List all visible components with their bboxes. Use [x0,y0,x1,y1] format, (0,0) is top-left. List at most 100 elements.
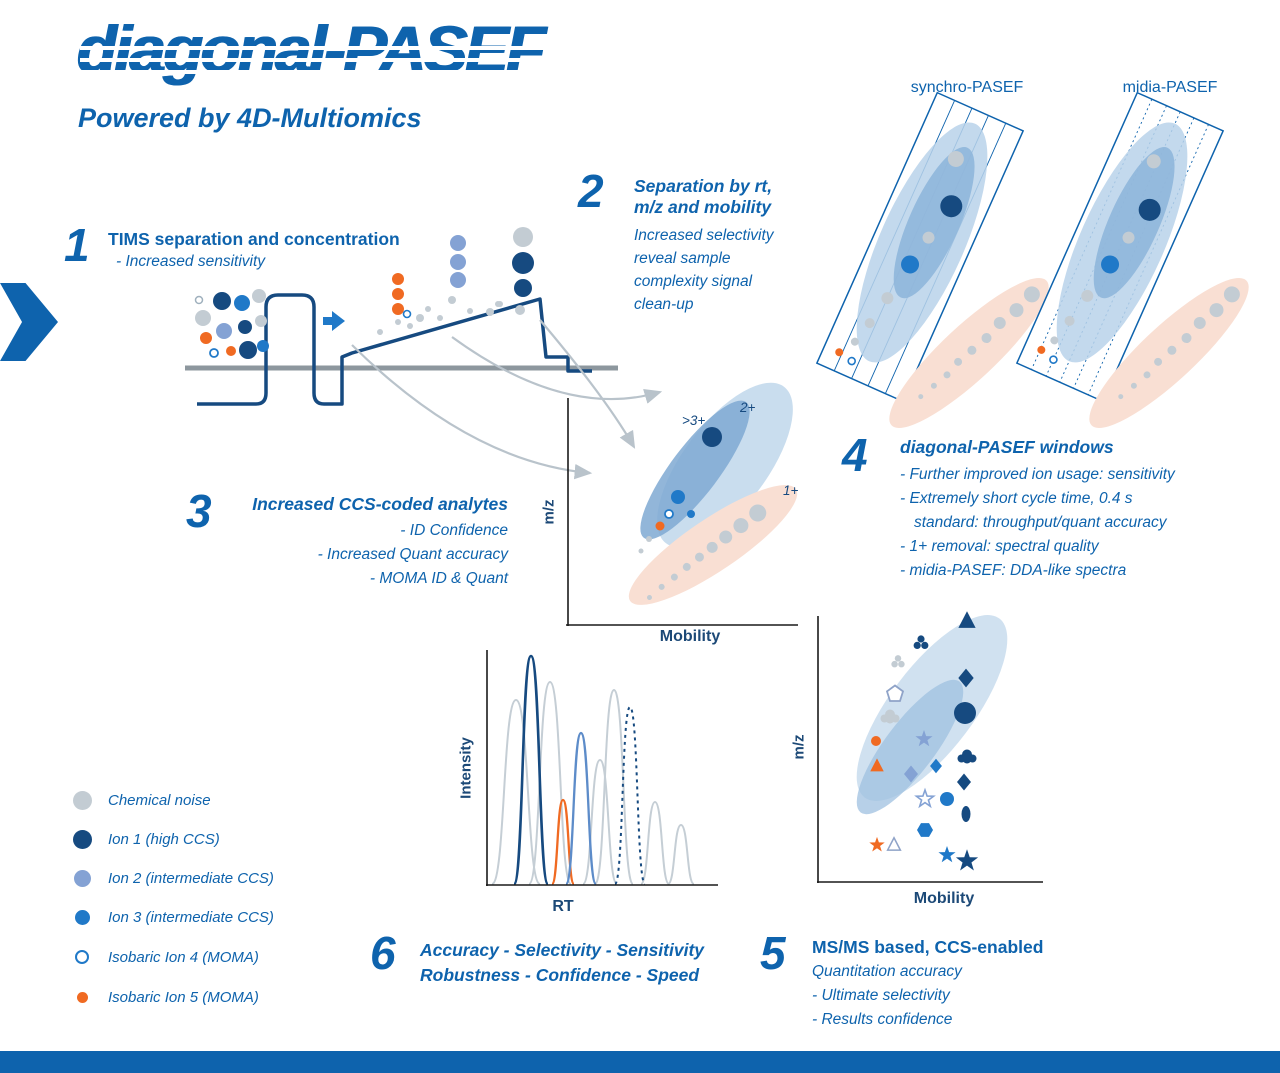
step-1-line: - Increased sensitivity [116,253,266,270]
transfer-arrows [351,319,663,480]
rt-plot-xlabel: RT [552,898,574,915]
step-2-line: Increased selectivity [634,227,774,244]
synchro-singly-charged-ellipse [889,278,1049,428]
step-3-line: - MOMA ID & Quant [369,570,508,587]
scatter-plot-xlabel: Mobility [913,890,975,907]
synchro-frame [815,91,1025,403]
logo-stripe-decoration [80,46,672,50]
rt-peak-noise-5 [640,800,670,885]
tims-separated-ion-columns [377,227,534,335]
midia-pasef-label: midia-PASEF [1122,79,1218,96]
step-3-line: - ID Confidence [400,522,508,539]
step-2-title-line1: Separation by rt, [634,176,773,196]
step-5-title: MS/MS based, CCS-enabled [812,937,1044,957]
legend-swatch-ion3 [74,909,90,925]
charge1-ellipse [628,485,798,605]
rt-peak-noise-2 [528,680,572,885]
scatter-plot-ylabel: m/z [790,734,808,760]
tims-voltage-profile-line [197,293,592,406]
scatter-club-gray [891,655,905,668]
rt-peak-ion2 [564,731,598,886]
step-4-line: standard: throughput/quant accuracy [914,514,1167,531]
mz-mobility-scatter [817,611,1043,883]
legend-label: Isobaric Ion 4 (MOMA) [108,948,259,966]
flow-arrow-icon [323,311,345,331]
logo-stripe-decoration [80,70,672,74]
scatter-circle-orange [871,736,881,746]
step-3-title: Increased CCS-coded analytes [252,494,508,514]
legend-swatch-ion1 [72,829,92,849]
scatter-diamond-navy-2 [957,773,971,791]
step-4-number: 4 [842,429,868,481]
synchro-panel-graphic [815,91,1049,428]
charge3plus-ellipse [640,400,750,540]
legend-label: Ion 1 (high CCS) [108,830,220,848]
legend-item-ion3: Ion 3 (intermediate CCS) [70,905,274,929]
scatter-ellipse-dense [856,679,964,815]
mobility-plot-ylabel: m/z [540,499,558,525]
step-4-line: - Further improved ion usage: sensitivit… [900,466,1175,483]
scatter-star-navy-big [955,849,979,871]
charge-label-1plus: 1+ [783,483,799,498]
step-5-line: - Ultimate selectivity [812,987,950,1004]
step-4-line: - Extremely short cycle time, 0.4 s [900,490,1133,507]
rt-peak-noise-6 [667,823,695,885]
tims-diagram [185,227,663,480]
scatter-cloud-navy [957,749,977,764]
step-4-line: - 1+ removal: spectral quality [900,538,1099,555]
logo-stripe-decoration [80,58,672,62]
rt-peak-noise-1 [491,698,541,885]
legend-label: Isobaric Ion 5 (MOMA) [108,988,259,1006]
scatter-hexagon-bright [917,823,933,837]
step-6-line: Accuracy - Selectivity - Sensitivity [420,940,705,960]
scatter-star-outline [915,789,935,808]
logo-subtitle: Powered by 4D-Multiomics [78,103,422,133]
midia-ions [1037,154,1161,364]
legend-swatch-chemical-noise [72,790,92,810]
legend-item-ion2: Ion 2 (intermediate CCS) [70,866,274,890]
rt-plot-ylabel: Intensity [457,737,475,799]
midia-singly-charged-ellipse [1089,278,1249,428]
rt-peak-isobaric-ion4 [614,705,646,885]
logo-title: diagonal-PASEF [76,10,545,89]
step-4-line: - midia-PASEF: DDA-like spectra [900,562,1127,579]
mobility-plot [566,382,798,626]
scatter-circle-bright [940,792,954,806]
step-5-line: - Results confidence [812,1011,953,1028]
legend-swatch-ion2 [73,869,91,887]
rt-peak-ion1 [512,654,550,886]
step-2-line: reveal sample [634,250,731,267]
scatter-star-orange [869,836,885,852]
scatter-shapes [869,611,979,871]
rt-chromatogram [486,650,718,886]
charge-label-2plus: 2+ [740,400,756,415]
step-2-line: complexity signal [634,273,753,290]
legend-label: Ion 2 (intermediate CCS) [108,869,274,887]
mobility-plot-xlabel: Mobility [659,628,721,645]
step-3-number: 3 [186,485,212,537]
legend-swatch-isobaric-ion5 [76,991,88,1003]
step-5-line: Quantitation accuracy [812,963,962,980]
legend-item-isobaric-ion5: Isobaric Ion 5 (MOMA) [70,985,259,1009]
legend-item-chemical-noise: Chemical noise [70,788,211,812]
mobility-plot-ions [638,427,722,554]
legend-label: Chemical noise [108,791,211,809]
synchro-pasef-label: synchro-PASEF [910,79,1024,96]
midia-panel-graphic [1015,91,1249,428]
step-4-title: diagonal-PASEF windows [900,437,1114,457]
step-2-line: clean-up [634,296,694,313]
charge-label-3plus: >3+ [682,413,706,428]
step-2-title-line2: m/z and mobility [634,197,772,217]
synchro-ions [835,150,964,366]
step-5-number: 5 [760,927,786,979]
legend-item-isobaric-ion4: Isobaric Ion 4 (MOMA) [70,945,259,969]
step-1-number: 1 [64,219,90,271]
legend-item-ion1: Ion 1 (high CCS) [70,827,220,851]
tims-ion-cluster [194,289,269,359]
legend-label: Ion 3 (intermediate CCS) [108,908,274,926]
step-6-number: 6 [370,927,396,979]
scatter-circle-navy [954,702,976,724]
step-2-number: 2 [578,165,604,217]
